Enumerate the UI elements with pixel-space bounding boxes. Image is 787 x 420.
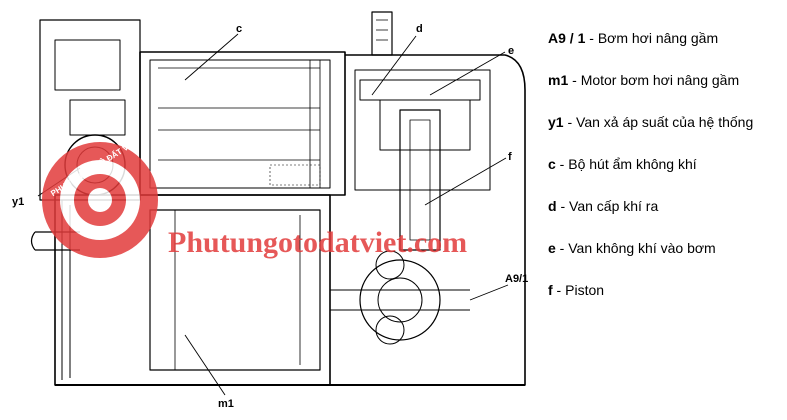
legend-sep: - bbox=[552, 282, 566, 298]
legend-key: d bbox=[548, 198, 557, 214]
legend-sep: - bbox=[555, 240, 569, 256]
callout-e: e bbox=[508, 45, 514, 57]
legend-sep: - bbox=[555, 156, 569, 172]
leader-c bbox=[184, 33, 239, 81]
legend-desc: Bơm hơi nâng gầm bbox=[597, 30, 719, 46]
watermark-text: Phutungotodatviet.com bbox=[168, 226, 467, 259]
leader-d bbox=[371, 35, 417, 96]
legend-sep: - bbox=[568, 72, 581, 88]
callout-d: d bbox=[416, 23, 423, 35]
motor-rotor bbox=[149, 209, 321, 371]
callout-c: c bbox=[236, 23, 242, 35]
legend-sep: - bbox=[585, 30, 598, 46]
legend-item-m1: m1 - Motor bơm hơi nâng gầm bbox=[548, 72, 784, 114]
leader-f bbox=[424, 157, 507, 206]
legend-desc: Van xả áp suất của hệ thống bbox=[576, 114, 754, 130]
legend-item-f: f - Piston bbox=[548, 282, 784, 324]
legend-key: c bbox=[548, 156, 556, 172]
legend-item-a91: A9 / 1 - Bơm hơi nâng gầm bbox=[548, 30, 784, 72]
piston bbox=[399, 109, 441, 251]
legend: A9 / 1 - Bơm hơi nâng gầm m1 - Motor bơm… bbox=[548, 30, 784, 324]
leader-a91 bbox=[469, 284, 509, 301]
air-dryer-canister bbox=[139, 51, 346, 196]
watermark-logo bbox=[42, 142, 158, 258]
legend-desc: Piston bbox=[565, 282, 605, 298]
legend-item-d: d - Van cấp khí ra bbox=[548, 198, 784, 240]
legend-desc: Motor bơm hơi nâng gầm bbox=[580, 72, 740, 88]
crank-bearing bbox=[359, 259, 441, 341]
legend-key: e bbox=[548, 240, 556, 256]
legend-item-e: e - Van không khí vào bơm bbox=[548, 240, 784, 282]
legend-key: m1 bbox=[548, 72, 569, 88]
legend-key: f bbox=[548, 282, 553, 298]
compressor-cross-section-drawing: PHỤ TÙNG Ô TÔ ĐẤT VIỆT Phutungotodatviet… bbox=[12, 11, 528, 410]
legend-desc: Van cấp khí ra bbox=[569, 198, 659, 214]
legend-desc: Bộ hút ẩm không khí bbox=[568, 156, 697, 172]
legend-desc: Van không khí vào bơm bbox=[568, 240, 716, 256]
callout-m1: m1 bbox=[218, 398, 234, 410]
legend-sep: - bbox=[563, 114, 577, 130]
legend-key: y1 bbox=[548, 114, 564, 130]
leader-e bbox=[429, 51, 506, 96]
callout-f: f bbox=[508, 151, 512, 163]
legend-item-y1: y1 - Van xả áp suất của hệ thống bbox=[548, 114, 784, 156]
legend-sep: - bbox=[556, 198, 570, 214]
legend-item-c: c - Bộ hút ẩm không khí bbox=[548, 156, 784, 198]
compressor-head bbox=[330, 54, 526, 386]
callout-a91: A9/1 bbox=[505, 273, 528, 285]
leader-m1 bbox=[184, 334, 226, 396]
outlet-fitting bbox=[371, 11, 393, 56]
legend-key: A9 / 1 bbox=[548, 30, 586, 46]
callout-y1: y1 bbox=[12, 196, 24, 208]
